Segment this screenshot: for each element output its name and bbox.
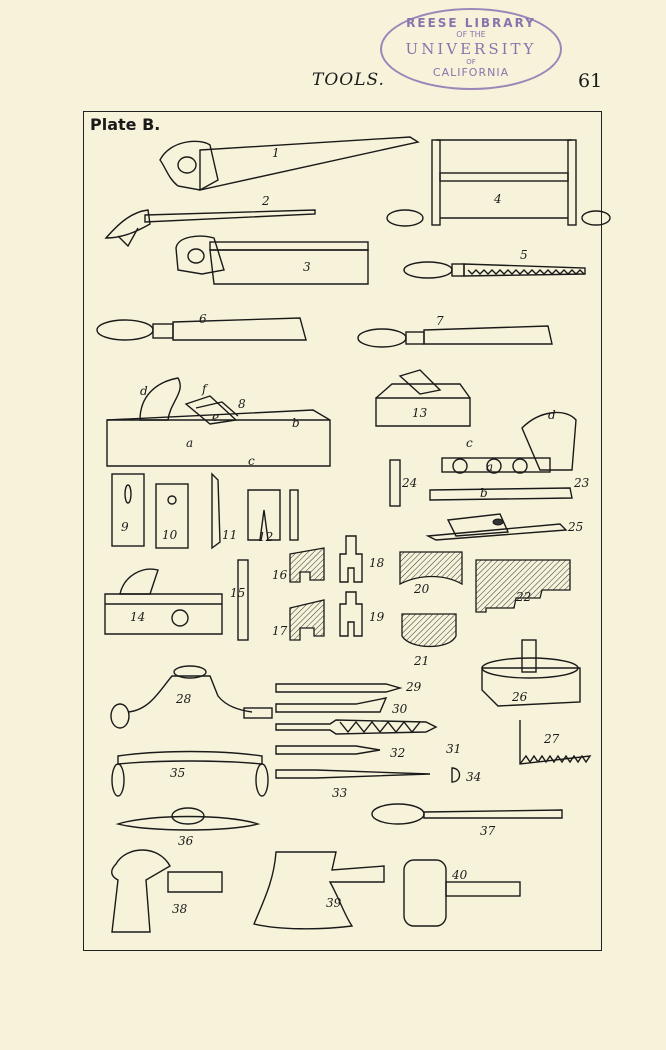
chisel-icon — [96, 317, 307, 341]
figure-number: 2 — [262, 194, 270, 208]
molding-profile-icon — [289, 599, 325, 641]
figure-number: 16 — [272, 568, 288, 582]
hand-plane-icon — [429, 411, 577, 501]
plane-iron-icon — [339, 591, 363, 637]
figure-number: 34 — [466, 770, 482, 784]
figure-number: 11 — [222, 528, 238, 542]
strip-icon — [389, 459, 401, 507]
screwdriver-icon — [371, 803, 563, 825]
figure-number: 17 — [272, 624, 288, 638]
part-letter: d — [140, 384, 148, 398]
figure-number: 27 — [544, 732, 560, 746]
stamp-line: REESE LIBRARY — [406, 16, 536, 30]
part-letter: b — [292, 416, 300, 430]
molding-profile-icon — [401, 613, 457, 648]
figure-number: 14 — [130, 610, 146, 624]
figure-number: 13 — [412, 406, 428, 420]
figure-number: 4 — [494, 192, 502, 206]
molding-profile-icon — [475, 559, 571, 613]
part-letter: e — [212, 410, 220, 424]
axe-icon — [253, 851, 385, 930]
part-letter: a — [486, 460, 494, 474]
part-letter: d — [548, 408, 556, 422]
stamp-line: OF — [466, 58, 476, 66]
part-letter: f — [202, 382, 207, 396]
figure-number: 25 — [568, 520, 584, 534]
plate-frame — [83, 111, 602, 951]
figure-number: 32 — [390, 746, 406, 760]
part-letter: a — [186, 436, 194, 450]
hand-plane-icon — [104, 568, 223, 635]
figure-number: 24 — [402, 476, 418, 490]
half-round-icon — [451, 767, 461, 783]
plane-iron-icon — [339, 535, 363, 583]
figure-number: 22 — [516, 590, 532, 604]
saw-icon — [386, 139, 611, 227]
page-title: TOOLS. — [312, 70, 385, 90]
stamp-line: OF THE — [456, 30, 486, 39]
figure-number: 36 — [178, 834, 194, 848]
figure-number: 20 — [414, 582, 430, 596]
hand-plane-icon — [425, 513, 568, 541]
stamp-line: CALIFORNIA — [432, 66, 510, 79]
part-letter: b — [480, 486, 488, 500]
hand-plane-icon — [375, 369, 471, 427]
figure-number: 12 — [258, 530, 274, 544]
figure-number: 7 — [436, 314, 444, 328]
chisel-icon — [357, 325, 553, 348]
figure-number: 9 — [121, 520, 129, 534]
figure-number: 1 — [272, 146, 280, 160]
figure-number: 19 — [369, 610, 385, 624]
molding-profile-icon — [399, 551, 463, 586]
mallet-icon — [403, 859, 521, 927]
figure-number: 6 — [199, 312, 207, 326]
figure-number: 8 — [238, 397, 246, 411]
molding-profile-icon — [289, 547, 325, 583]
figure-number: 39 — [326, 896, 342, 910]
figure-number: 35 — [170, 766, 186, 780]
brace-icon — [110, 665, 273, 729]
part-letter: c — [466, 436, 473, 450]
figure-number: 40 — [452, 868, 468, 882]
figure-number: 3 — [303, 260, 311, 274]
library-stamp: REESE LIBRARY OF THE UNIVERSITY OF CALIF… — [380, 8, 562, 90]
figure-number: 28 — [176, 692, 192, 706]
figure-number: 31 — [446, 742, 462, 756]
saw-teeth-icon — [519, 720, 592, 765]
figure-number: 26 — [512, 690, 528, 704]
plate-label: Plate B. — [90, 115, 161, 134]
saw-icon — [104, 209, 316, 248]
figure-number: 15 — [230, 586, 246, 600]
page-number: 61 — [578, 70, 603, 92]
figure-number: 10 — [162, 528, 178, 542]
hammer-icon — [111, 849, 223, 933]
figure-number: 37 — [480, 824, 496, 838]
saw-icon — [175, 235, 369, 285]
figure-number: 30 — [392, 702, 408, 716]
part-letter: c — [248, 454, 255, 468]
figure-number: 29 — [406, 680, 422, 694]
figure-number: 5 — [520, 248, 528, 262]
file-icon — [403, 261, 586, 279]
figure-number: 23 — [574, 476, 590, 490]
strip-icon — [237, 559, 249, 641]
drawknife-icon — [111, 750, 269, 797]
figure-number: 21 — [414, 654, 430, 668]
hand-plane-icon — [106, 377, 331, 467]
saw-icon — [159, 136, 420, 191]
figure-number: 38 — [172, 902, 188, 916]
spokeshave-icon — [115, 807, 261, 831]
stamp-line: UNIVERSITY — [405, 40, 537, 58]
figure-number: 18 — [369, 556, 385, 570]
hand-plane-icon — [481, 639, 581, 707]
plane-iron-icon — [111, 472, 299, 550]
auger-bit-icon — [275, 683, 438, 779]
figure-number: 33 — [332, 786, 348, 800]
